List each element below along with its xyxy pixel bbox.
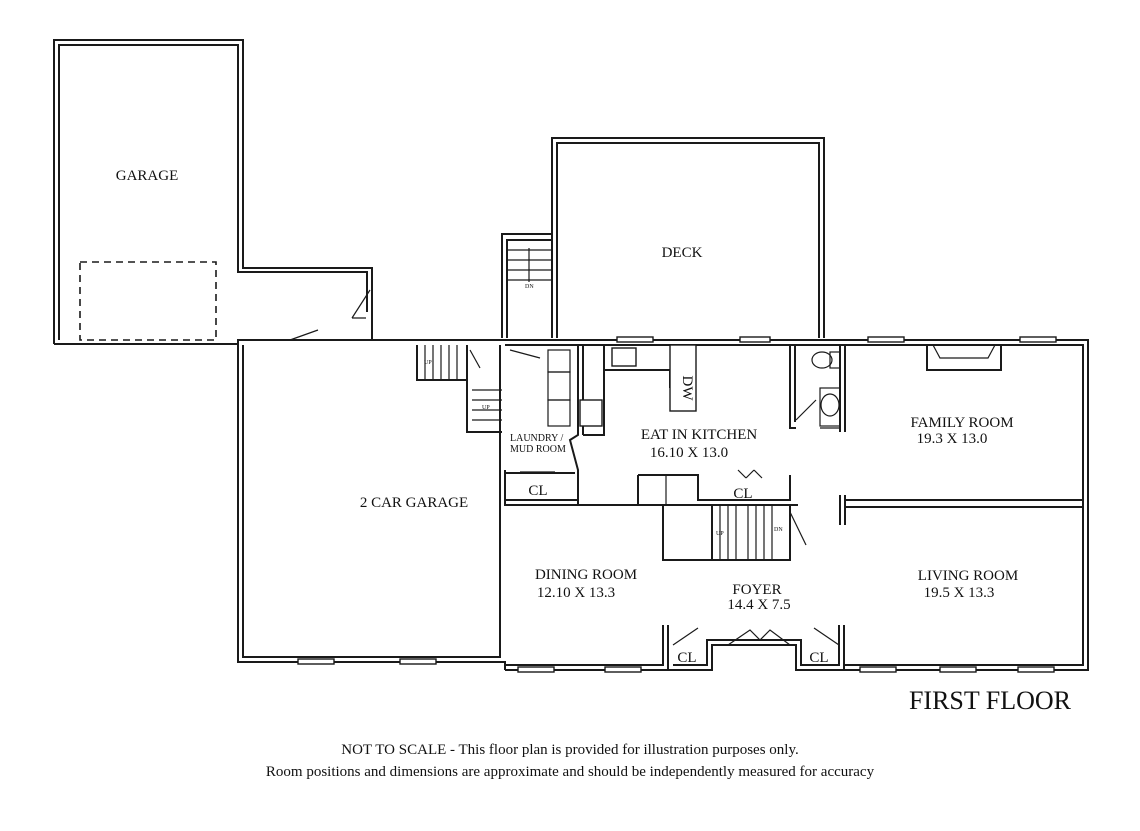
closet-label-foyer-left: CL bbox=[677, 650, 696, 666]
deck-label: DECK bbox=[662, 245, 703, 261]
foyer-stair-up-label: UP bbox=[716, 531, 724, 537]
kitchen-label: EAT IN KITCHEN bbox=[641, 427, 758, 443]
foyer-label: FOYER bbox=[732, 582, 781, 598]
kitchen-dims: 16.10 X 13.0 bbox=[650, 445, 728, 461]
two-car-garage-label: 2 CAR GARAGE bbox=[360, 495, 468, 511]
disclaimer-line-1: NOT TO SCALE - This floor plan is provid… bbox=[341, 742, 799, 758]
foyer-dims: 14.4 X 7.5 bbox=[727, 597, 790, 613]
interior-walls bbox=[416, 344, 1083, 646]
foyer-stair-down-label: DN bbox=[774, 527, 783, 533]
floor-title: FIRST FLOOR bbox=[909, 686, 1072, 715]
family-room-dims: 19.3 X 13.0 bbox=[917, 431, 988, 447]
back-stair-up-label: UP bbox=[482, 405, 490, 411]
living-room-dims: 19.5 X 13.3 bbox=[924, 585, 995, 601]
living-room-label: LIVING ROOM bbox=[918, 568, 1018, 584]
laundry-label-line2: MUD ROOM bbox=[510, 444, 566, 455]
laundry-label-line1: LAUNDRY / bbox=[510, 433, 563, 444]
closet-label-laundry: CL bbox=[528, 483, 547, 499]
detached-garage bbox=[53, 39, 373, 344]
family-room-label: FAMILY ROOM bbox=[910, 415, 1013, 431]
closet-label-kitchen: CL bbox=[733, 486, 752, 502]
dining-room-label: DINING ROOM bbox=[535, 567, 637, 583]
garage-label: GARAGE bbox=[116, 168, 179, 184]
garage-stair-up-label: UP bbox=[424, 360, 432, 366]
deck-stair-down-label: DN bbox=[525, 284, 534, 290]
disclaimer-line-2: Room positions and dimensions are approx… bbox=[265, 764, 875, 780]
dining-room-dims: 12.10 X 13.3 bbox=[537, 585, 615, 601]
closet-label-foyer-right: CL bbox=[809, 650, 828, 666]
deck bbox=[501, 137, 825, 338]
dishwasher-label: DW bbox=[679, 376, 695, 402]
